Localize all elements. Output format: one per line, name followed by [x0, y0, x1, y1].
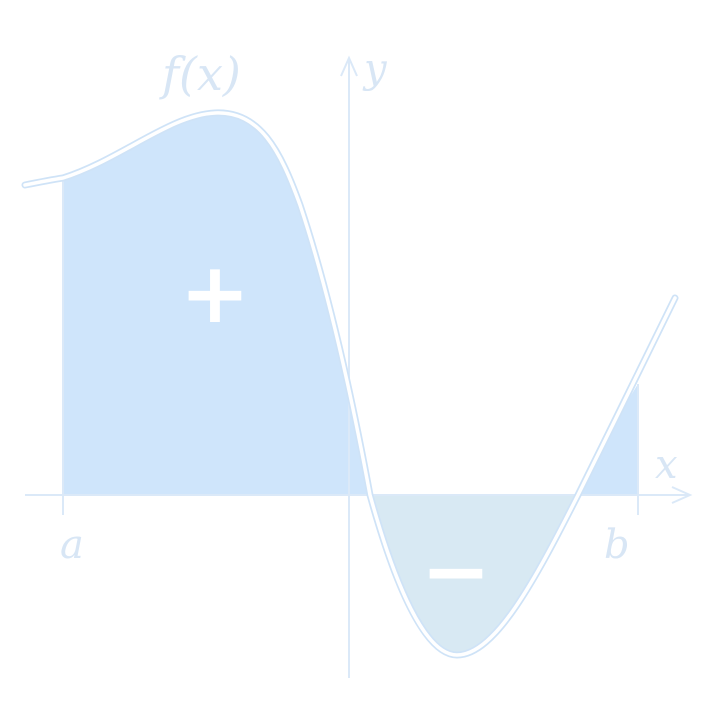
- negative-area-region: [370, 495, 578, 655]
- x-axis-label: x: [655, 442, 678, 488]
- bound-label-a: a: [60, 522, 84, 568]
- x-axis-arrow-icon: [671, 486, 693, 504]
- positive-area-region: [63, 112, 370, 496]
- y-axis-label: y: [362, 46, 388, 92]
- positive-sign: +: [180, 244, 250, 342]
- bound-label-b: b: [604, 522, 630, 568]
- function-curve: [23, 111, 677, 657]
- negative-sign: −: [421, 522, 491, 620]
- function-label: f(x): [159, 47, 241, 101]
- y-axis-arrow-icon: [340, 55, 358, 77]
